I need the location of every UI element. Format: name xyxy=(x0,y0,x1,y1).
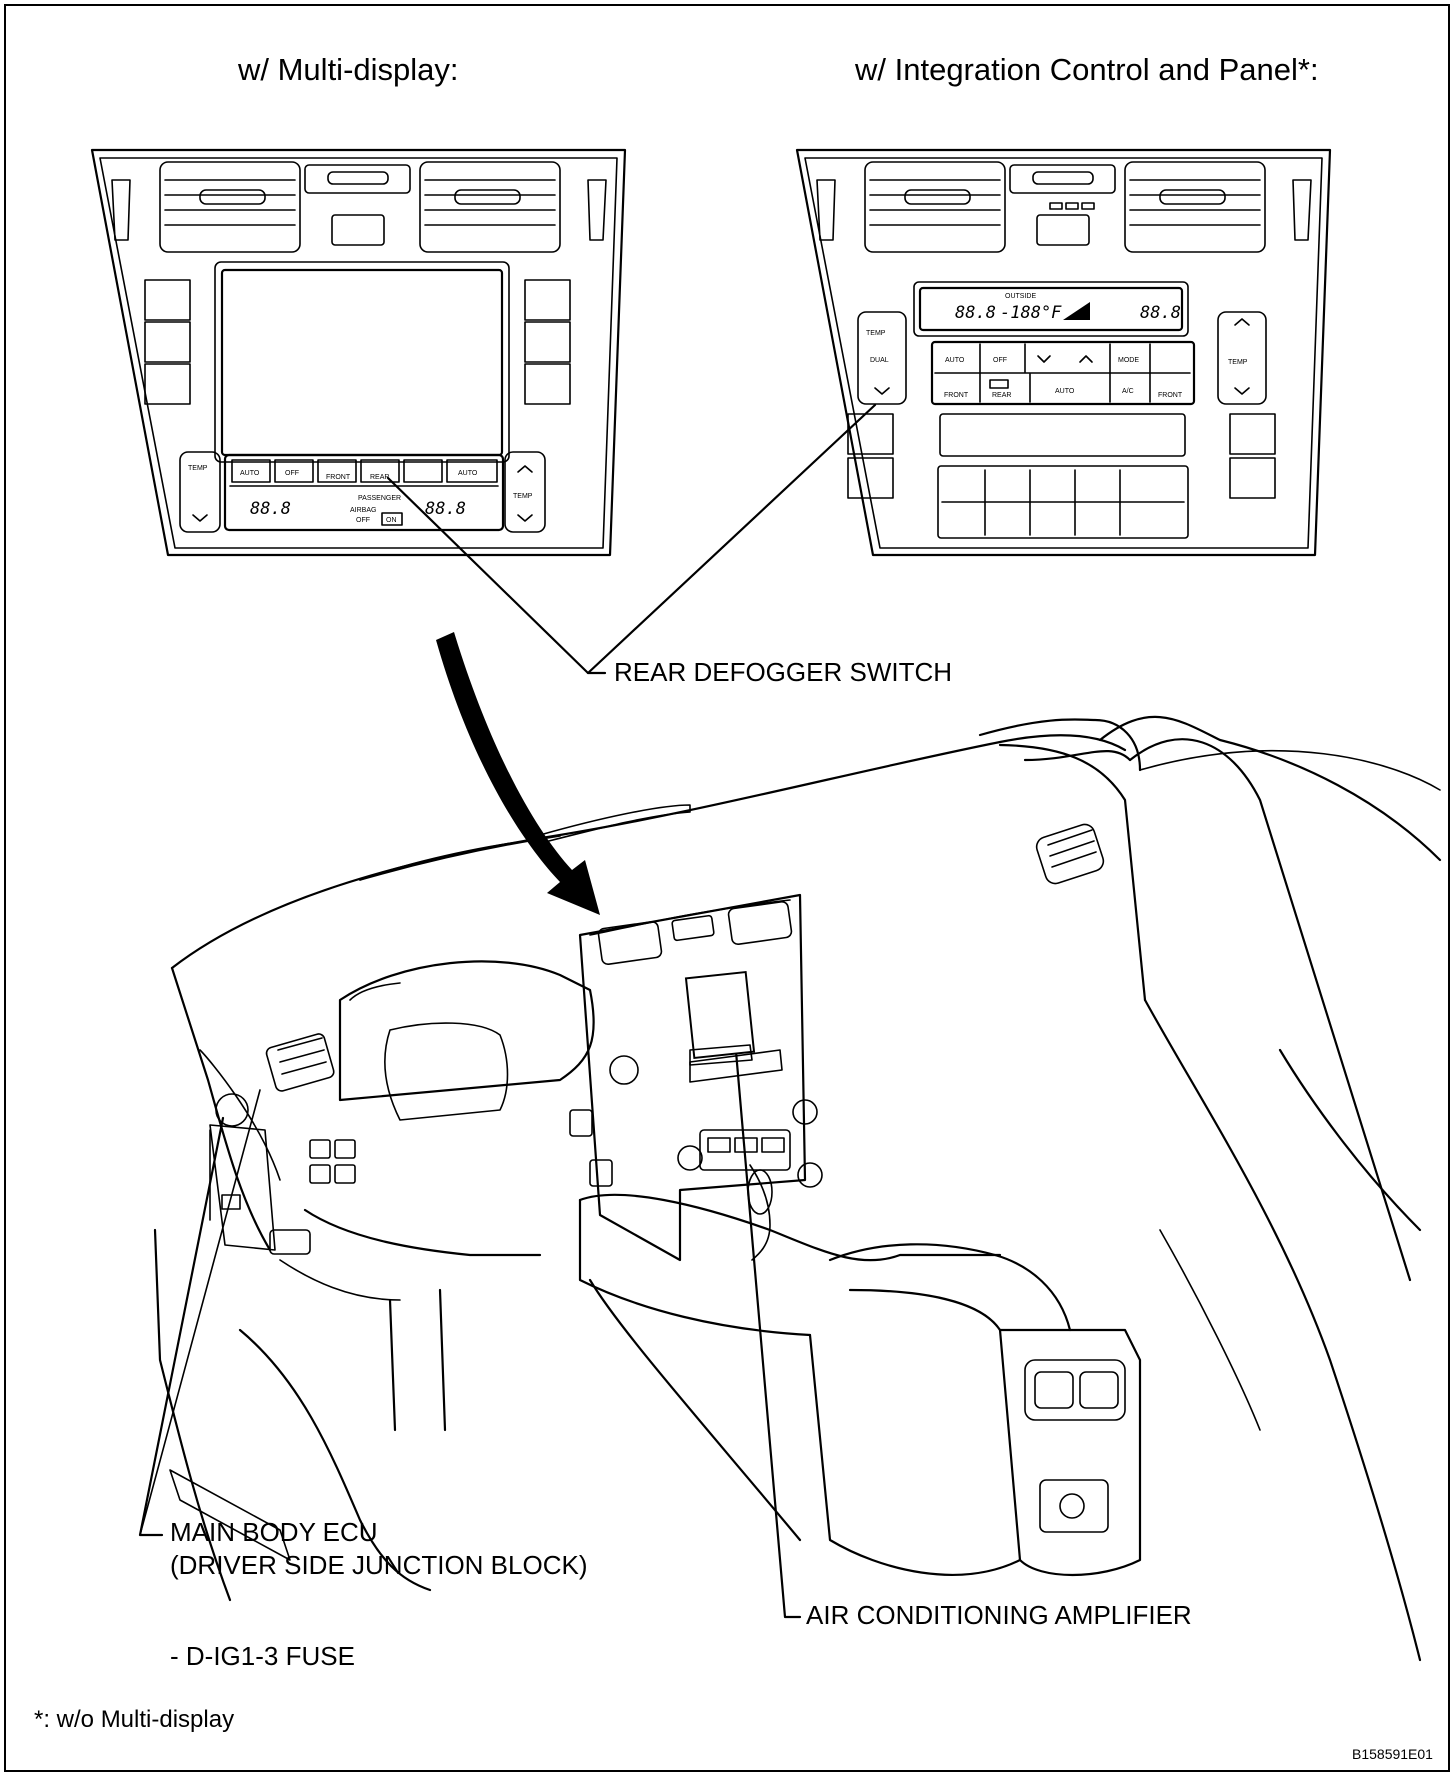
fan-bars-icon xyxy=(1063,302,1090,320)
label-main-body-ecu: MAIN BODY ECU xyxy=(170,1517,378,1547)
rp-lcd-outside: -188°F xyxy=(1000,303,1062,323)
rp-btn-rear[interactable]: REAR xyxy=(992,392,1011,399)
dashboard-illustration xyxy=(153,715,1442,1662)
rp-btn-ac[interactable]: A/C xyxy=(1122,388,1134,395)
rp-btn-off[interactable]: OFF xyxy=(993,357,1007,364)
rp-lcd-right: 88.8 xyxy=(1140,303,1181,323)
lp-btn-front[interactable]: FRONT xyxy=(326,474,351,481)
label-d-ig1-3-fuse: - D-IG1-3 FUSE xyxy=(170,1641,355,1671)
rp-fan-up-icon[interactable] xyxy=(1079,355,1093,363)
leader-lines xyxy=(138,403,877,1619)
lp-temp-right[interactable]: TEMP xyxy=(513,493,533,500)
rp-btn-front-2[interactable]: FRONT xyxy=(1158,392,1183,399)
integration-control-panel: 88.8 OUTSIDE -188°F 88.8 AUTO OFF MODE F… xyxy=(795,148,1332,557)
label-rear-defogger-switch: REAR DEFOGGER SWITCH xyxy=(614,657,953,687)
figure-code: B158591E01 xyxy=(1352,1746,1433,1762)
heading-integration-control: w/ Integration Control and Panel*: xyxy=(855,52,1319,87)
diagram-frame xyxy=(4,4,1450,1772)
curved-arrow-icon xyxy=(436,632,600,915)
rp-lcd-left: 88.8 xyxy=(955,303,996,323)
leader-left-defogger xyxy=(386,476,607,675)
label-air-conditioning-amplifier: AIR CONDITIONING AMPLIFIER xyxy=(806,1600,1192,1630)
lp-btn-auto[interactable]: AUTO xyxy=(240,470,260,477)
rp-temp-right[interactable]: TEMP xyxy=(1228,359,1248,366)
leader-ac-amp xyxy=(733,1038,802,1619)
rp-dual[interactable]: DUAL xyxy=(870,357,889,364)
label-driver-side-junction-block: (DRIVER SIDE JUNCTION BLOCK) xyxy=(170,1550,588,1580)
rp-outside-label: OUTSIDE xyxy=(1005,293,1036,300)
heading-multi-display: w/ Multi-display: xyxy=(238,52,459,87)
rp-fan-down-icon[interactable] xyxy=(1037,355,1051,363)
lp-temp-left[interactable]: TEMP xyxy=(188,465,208,472)
leader-main-ecu-2 xyxy=(139,1089,261,1536)
lp-passenger-label: PASSENGER xyxy=(358,495,401,502)
lp-lcd-right: 88.8 xyxy=(425,499,466,519)
lp-on-label: ON xyxy=(386,517,397,524)
leader-right-defogger xyxy=(586,403,877,675)
lp-btn-auto-2[interactable]: AUTO xyxy=(458,470,478,477)
rp-btn-mode[interactable]: MODE xyxy=(1118,357,1139,364)
rp-btn-auto[interactable]: AUTO xyxy=(945,357,965,364)
lp-airbag-label: AIRBAG xyxy=(350,507,376,514)
lp-btn-off[interactable]: OFF xyxy=(285,470,299,477)
footnote: *: w/o Multi-display xyxy=(34,1706,235,1733)
lp-lcd-left: 88.8 xyxy=(250,499,291,519)
rp-temp-left[interactable]: TEMP xyxy=(866,330,886,337)
rp-rear-defog-icon xyxy=(989,379,1009,389)
lp-btn-rear[interactable]: REAR xyxy=(370,474,389,481)
rp-btn-front[interactable]: FRONT xyxy=(944,392,969,399)
multi-display-panel: AUTO OFF FRONT REAR AUTO 88.8 88.8 PASSE… xyxy=(90,148,627,557)
rp-btn-auto-2[interactable]: AUTO xyxy=(1055,388,1075,395)
lp-off-label: OFF xyxy=(356,517,370,524)
